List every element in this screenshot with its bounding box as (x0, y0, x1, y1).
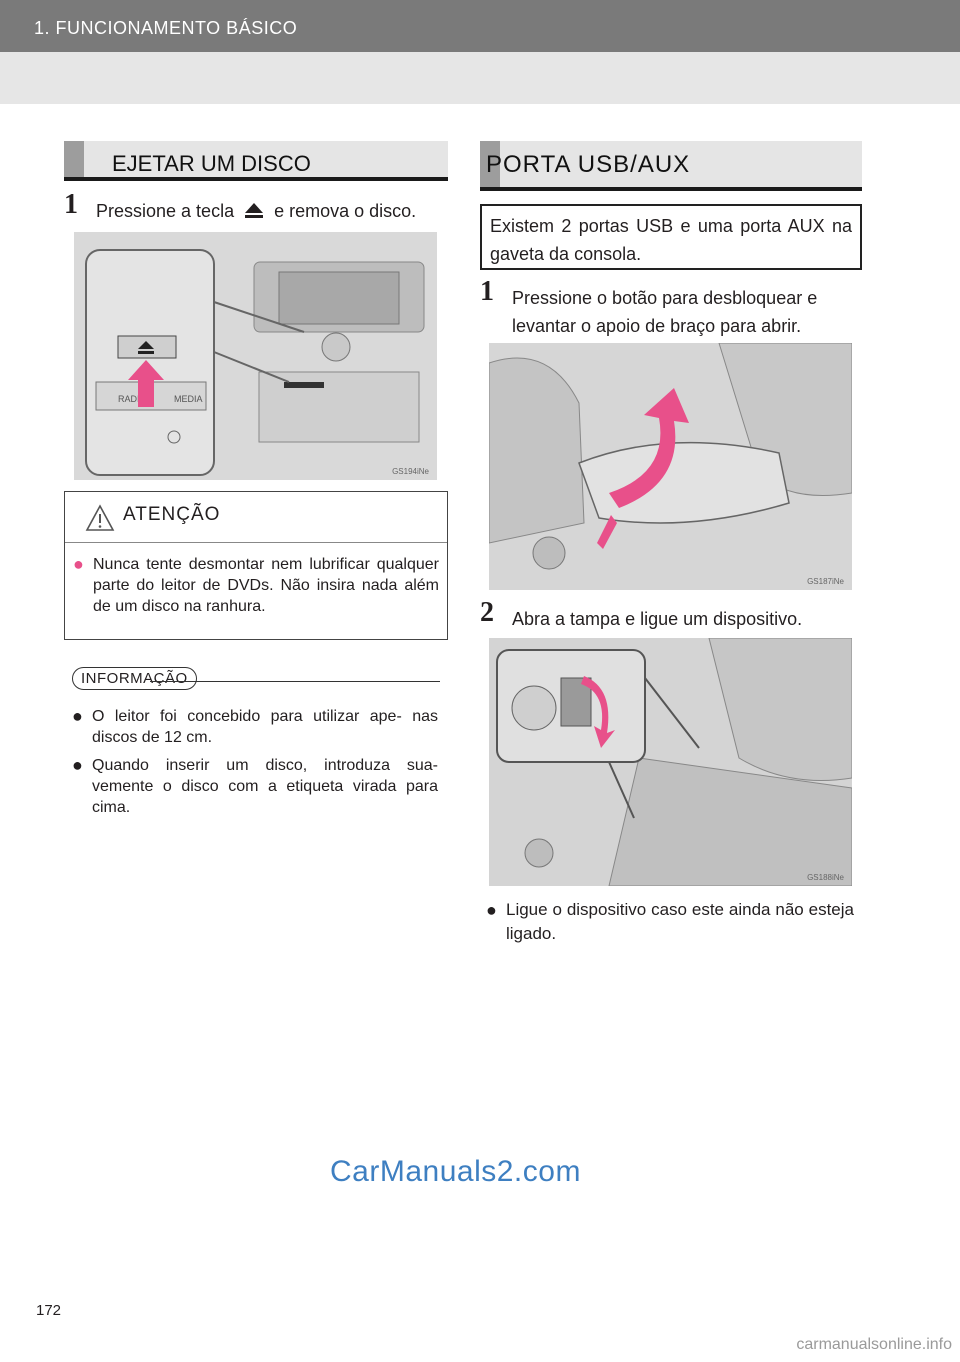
step-number: 2 (480, 597, 494, 628)
info-text: Quando inserir um disco, introduza sua- … (92, 757, 438, 816)
step-number: 1 (64, 189, 78, 220)
section-header-usb: PORTA USB/AUX (480, 141, 862, 191)
info-item: ● O leitor foi concebido para utilizar a… (72, 706, 438, 748)
eject-step-1: 1 Pressione a tecla e remova o disco. (64, 191, 448, 225)
info-text: O leitor foi concebido para utilizar ape… (92, 708, 438, 746)
header-subbar (0, 52, 960, 104)
eject-icon (245, 203, 264, 218)
radio-label: RADIO (118, 394, 147, 404)
figure-code: GS188iNe (807, 873, 844, 882)
section-marker (64, 141, 84, 177)
usb-step-2: 2 Abra a tampa e ligue um dispositivo. (480, 599, 862, 633)
step-text: Abra a tampa e ligue um dispositivo. (512, 609, 803, 629)
bullet-icon: ● (72, 706, 83, 726)
caution-item: ● Nunca tente desmontar nem lubrificar q… (73, 554, 439, 617)
info-item: ● Quando inserir um disco, introduza sua… (72, 755, 438, 818)
arrow-icon (609, 388, 689, 508)
info-tag: INFORMAÇÃO (72, 667, 197, 690)
media-label: MEDIA (174, 394, 203, 404)
intro-box: Existem 2 portas USB e uma porta AUX na … (480, 204, 862, 270)
step-text-before: Pressione a tecla (96, 201, 235, 221)
watermark-link[interactable]: CarManuals2.com (330, 1155, 581, 1188)
figure-code: GS187iNe (807, 577, 844, 586)
site-watermark: carmanualsonline.info (796, 1336, 952, 1353)
bullet-icon: ● (486, 900, 497, 920)
arrow-icon (128, 360, 164, 407)
usb-step-1: 1 Pressione o botão para desbloquear e l… (480, 278, 862, 340)
step-text: Pressione o botão para desbloquear e lev… (512, 288, 818, 336)
caution-text: Nunca tente desmontar nem lubrificar qua… (93, 556, 439, 615)
step-text-after: e remova o disco. (274, 201, 417, 221)
figure-usb-port: GS188iNe (489, 638, 852, 886)
section-title-usb: PORTA USB/AUX (486, 151, 691, 178)
figure-armrest: GS187iNe (489, 343, 852, 590)
section-header-eject: EJETAR UM DISCO (64, 141, 448, 181)
header-bar: 1. FUNCIONAMENTO BÁSICO (0, 0, 960, 52)
caution-header: ATENÇÃO (65, 492, 447, 543)
bullet-icon: ● (73, 554, 84, 574)
figure-eject-disc: RADIO MEDIA GS194iNe (74, 232, 437, 480)
bullet-icon: ● (72, 755, 83, 775)
caution-title: ATENÇÃO (123, 504, 221, 525)
note-item: ● Ligue o dispositivo caso este ainda nã… (486, 898, 854, 946)
note-text: Ligue o dispositivo caso este ainda não … (506, 900, 854, 943)
section-title-eject: EJETAR UM DISCO (112, 151, 311, 176)
info-divider (150, 681, 440, 682)
chapter-title: 1. FUNCIONAMENTO BÁSICO (34, 18, 298, 38)
figure-code: GS194iNe (392, 467, 429, 476)
warning-icon (85, 504, 115, 531)
section-marker (480, 141, 500, 187)
step-number: 1 (480, 276, 494, 307)
page-number: 172 (36, 1302, 62, 1319)
caution-box: ATENÇÃO ● Nunca tente desmontar nem lubr… (64, 491, 448, 640)
arrow-icon (581, 676, 615, 748)
button-arrow-icon (597, 515, 617, 549)
